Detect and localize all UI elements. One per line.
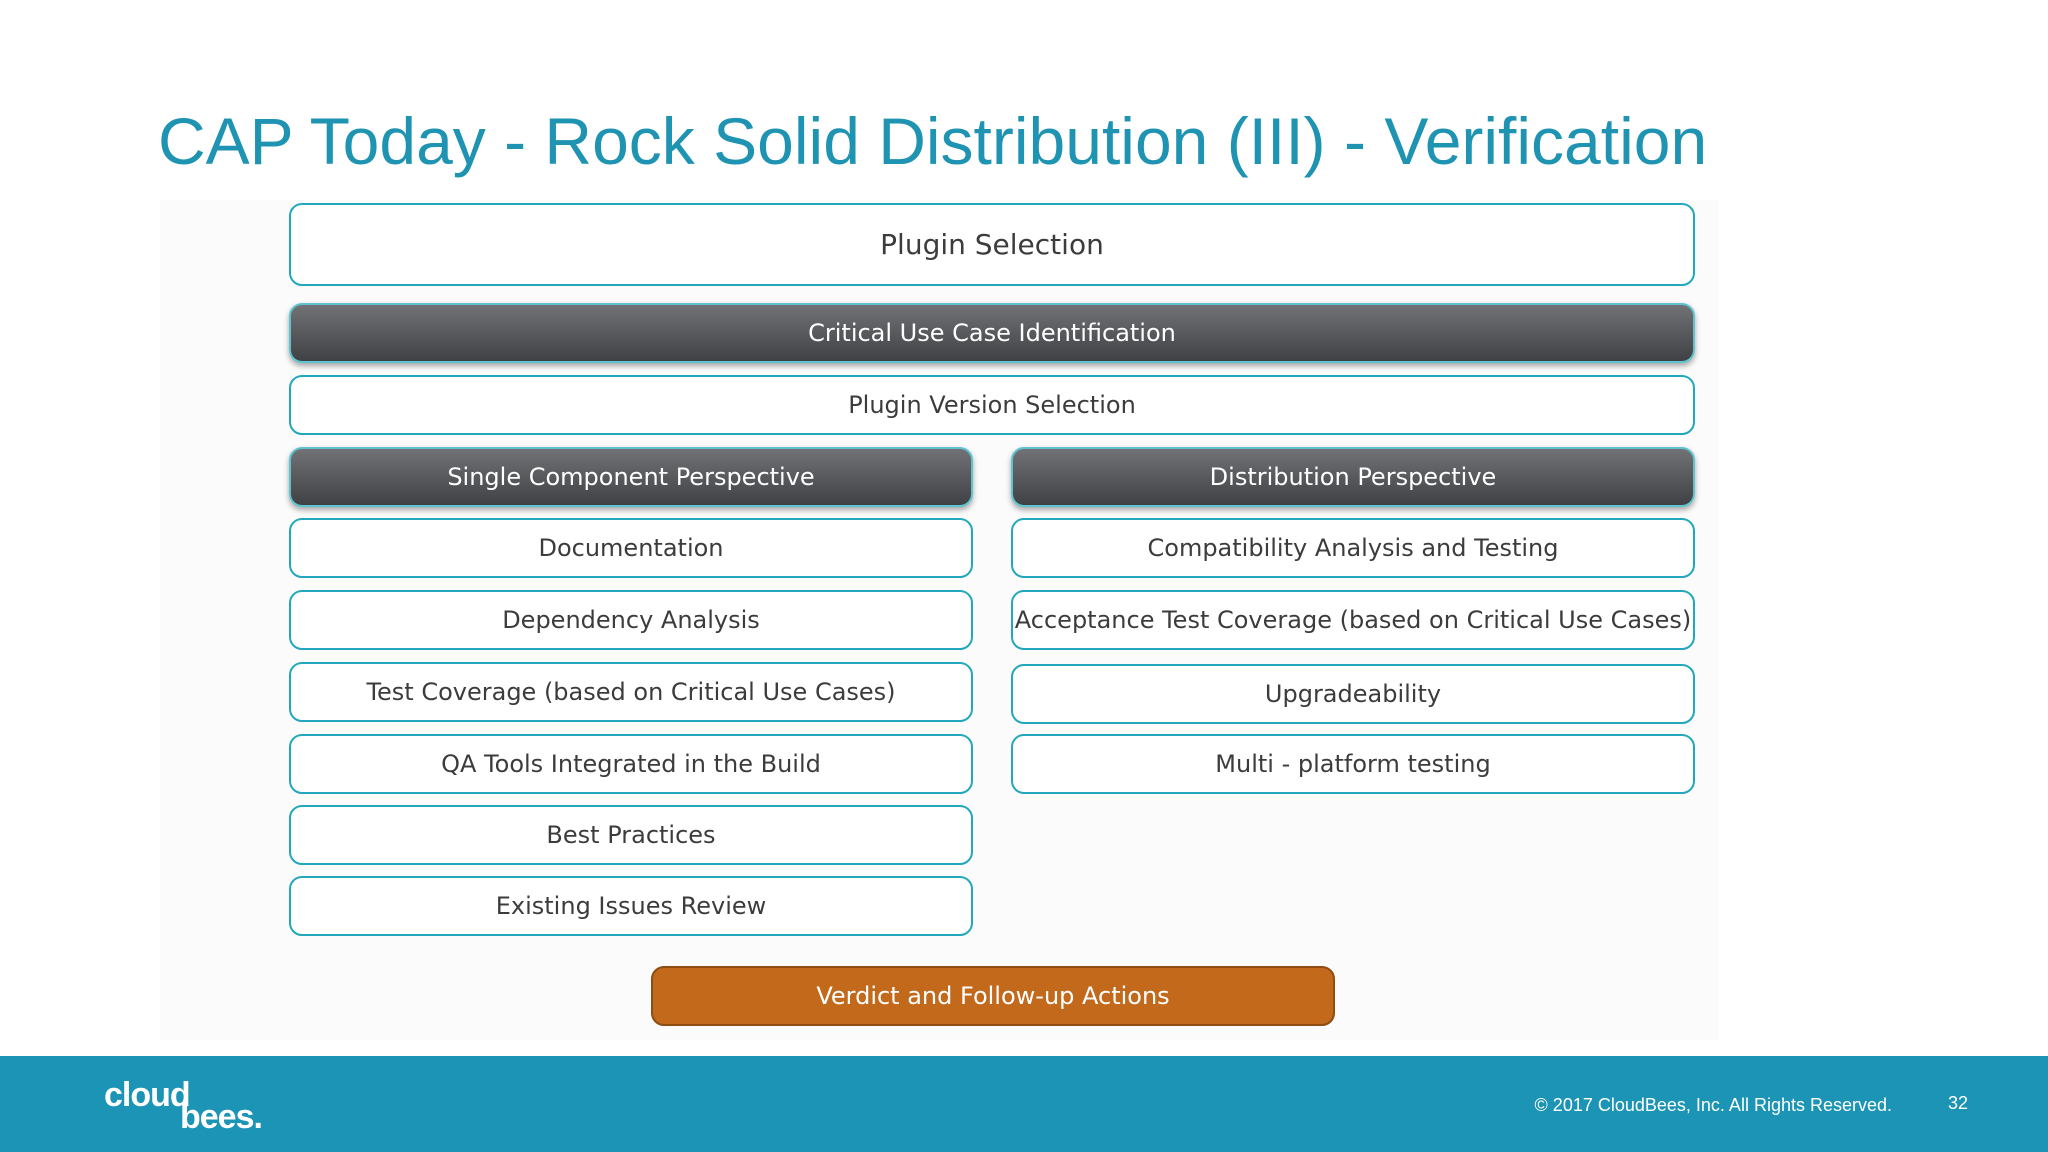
copyright-text: © 2017 CloudBees, Inc. All Rights Reserv… bbox=[1534, 1095, 1892, 1115]
single-component-header: Single Component Perspective bbox=[289, 447, 973, 507]
distribution-header: Distribution Perspective bbox=[1011, 447, 1695, 507]
single-component-item: Test Coverage (based on Critical Use Cas… bbox=[289, 662, 973, 722]
logo-text-cloud: cloud bbox=[104, 1076, 191, 1114]
page-number: 32 bbox=[1947, 1093, 1968, 1113]
plugin-selection-box: Plugin Selection bbox=[289, 203, 1695, 286]
slide-title: CAP Today - Rock Solid Distribution (III… bbox=[158, 104, 1708, 178]
single-component-item: Documentation bbox=[289, 518, 973, 578]
verdict-box: Verdict and Follow-up Actions bbox=[651, 966, 1335, 1026]
single-component-item: QA Tools Integrated in the Build bbox=[289, 734, 973, 794]
footer-bar bbox=[0, 1056, 2048, 1152]
single-component-item: Best Practices bbox=[289, 805, 973, 865]
distribution-item: Multi - platform testing bbox=[1011, 734, 1695, 794]
plugin-version-selection-box: Plugin Version Selection bbox=[289, 375, 1695, 435]
distribution-item: Compatibility Analysis and Testing bbox=[1011, 518, 1695, 578]
distribution-item: Upgradeability bbox=[1011, 664, 1695, 724]
cloudbees-logo: cloud bees. bbox=[104, 1078, 264, 1134]
single-component-item: Dependency Analysis bbox=[289, 590, 973, 650]
distribution-item: Acceptance Test Coverage (based on Criti… bbox=[1011, 590, 1695, 650]
logo-text-bees: bees. bbox=[180, 1098, 263, 1136]
critical-use-case-box: Critical Use Case Identification bbox=[289, 303, 1695, 363]
single-component-item: Existing Issues Review bbox=[289, 876, 973, 936]
